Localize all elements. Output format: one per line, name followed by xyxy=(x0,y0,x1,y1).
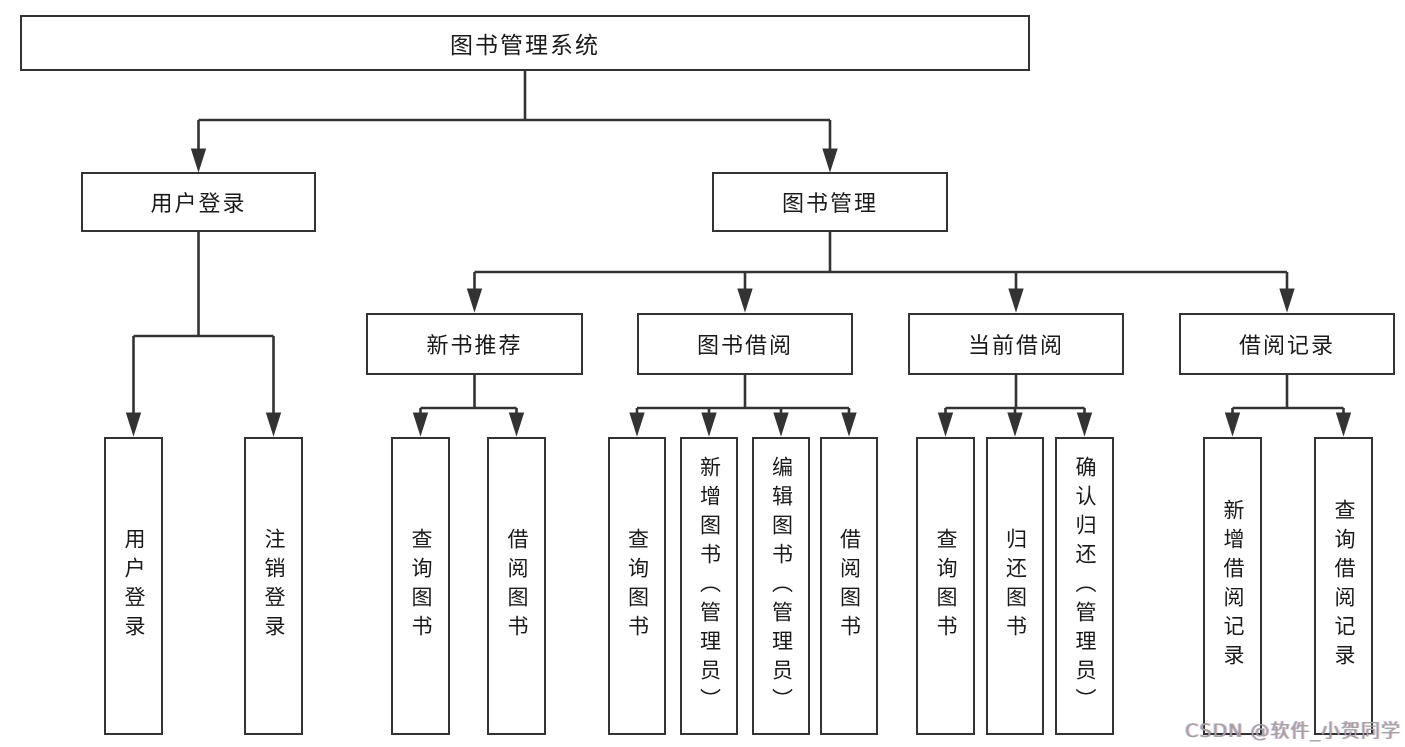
leaf-query-book-2: 查询图书 xyxy=(608,437,666,735)
node-label: 用户登录 xyxy=(122,528,146,644)
node-label: 确认归还（管理员） xyxy=(1073,455,1097,717)
connector-bookmgmt-to-level3 xyxy=(466,232,1295,313)
node-label: 编辑图书（管理员） xyxy=(769,455,794,717)
node-library-system: 图书管理系统 xyxy=(20,15,1030,71)
node-label: 借阅记录 xyxy=(1238,334,1335,359)
node-label: 借阅图书 xyxy=(837,528,862,644)
node-label: 图书管理系统 xyxy=(450,33,600,59)
node-borrow-records: 借阅记录 xyxy=(1179,313,1395,375)
leaf-add-borrow-record: 新增借阅记录 xyxy=(1203,437,1262,735)
node-label: 用户登录 xyxy=(150,192,247,217)
node-label: 查询图书 xyxy=(625,528,650,644)
node-label: 当前借阅 xyxy=(967,334,1064,359)
leaf-query-book-1: 查询图书 xyxy=(391,437,450,735)
node-label: 新增借阅记录 xyxy=(1221,499,1245,673)
connector-userlogin-to-leaves xyxy=(125,232,282,437)
leaf-add-book-admin: 新增图书（管理员） xyxy=(680,437,738,735)
node-new-book-recommend: 新书推荐 xyxy=(366,313,583,375)
leaf-borrow-book-1: 借阅图书 xyxy=(487,437,546,735)
node-label: 图书借阅 xyxy=(696,334,793,359)
connector-current-to-leaves xyxy=(937,375,1093,437)
node-current-borrow: 当前借阅 xyxy=(908,313,1124,375)
leaf-user-login: 用户登录 xyxy=(104,437,163,735)
leaf-return-book: 归还图书 xyxy=(986,437,1044,735)
leaf-query-borrow-record: 查询借阅记录 xyxy=(1314,437,1373,735)
connector-newbook-to-leaves xyxy=(412,375,525,437)
leaf-edit-book-admin: 编辑图书（管理员） xyxy=(752,437,810,735)
node-label: 查询借阅记录 xyxy=(1332,499,1356,673)
node-label: 图书管理 xyxy=(781,192,878,217)
leaf-borrow-book-2: 借阅图书 xyxy=(820,437,878,735)
connector-root-to-level2 xyxy=(190,71,838,173)
csdn-watermark: CSDN @软件_小贺同学 xyxy=(1185,720,1401,742)
connector-borrow-to-leaves xyxy=(629,375,857,437)
node-label: 归还图书 xyxy=(1003,528,1028,644)
node-label: 新增图书（管理员） xyxy=(697,455,722,717)
node-book-borrow: 图书借阅 xyxy=(637,313,853,375)
leaf-logout: 注销登录 xyxy=(244,437,303,735)
node-label: 借阅图书 xyxy=(505,528,529,644)
node-label: 注销登录 xyxy=(262,528,286,644)
connector-records-to-leaves xyxy=(1224,375,1352,437)
node-label: 查询图书 xyxy=(409,528,433,644)
leaf-query-book-3: 查询图书 xyxy=(916,437,975,735)
node-label: 新书推荐 xyxy=(426,334,523,359)
node-user-login: 用户登录 xyxy=(81,172,316,232)
node-book-management: 图书管理 xyxy=(712,172,948,232)
leaf-confirm-return-admin: 确认归还（管理员） xyxy=(1055,437,1114,735)
node-label: 查询图书 xyxy=(934,528,958,644)
